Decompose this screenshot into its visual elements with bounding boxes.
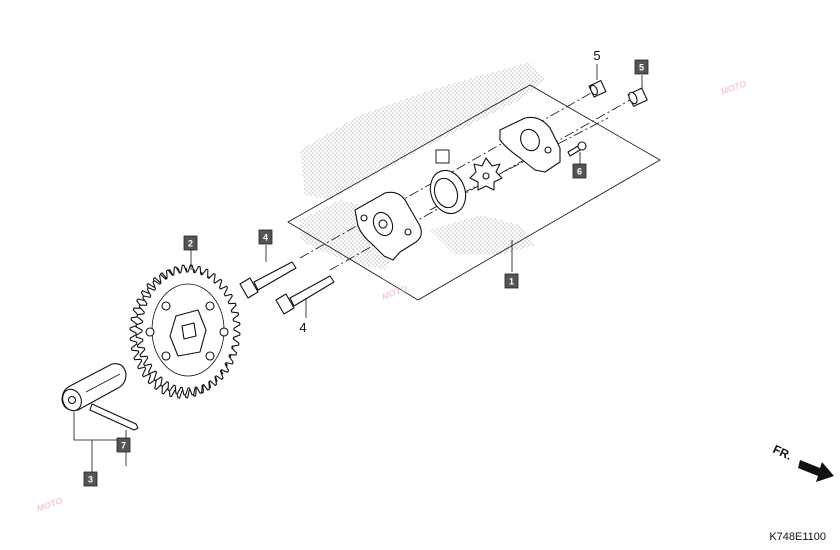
callout-4-plain: 4	[299, 320, 306, 335]
engine-case-background	[300, 62, 545, 270]
watermark-bottom-left: MOTO	[35, 495, 64, 514]
front-direction-label: FR.	[771, 442, 794, 463]
pump-pin	[89, 403, 139, 431]
flange-bolt-upper	[239, 261, 297, 299]
callout-4-box-label: 4	[263, 233, 268, 243]
callout-1: 1	[504, 273, 519, 289]
front-direction-indicator: FR.	[771, 442, 834, 482]
callout-2-label: 2	[188, 239, 193, 249]
callout-4-box: 4	[258, 229, 273, 245]
watermark-top-right: MOTO	[719, 78, 748, 97]
leader-lines	[73, 64, 643, 472]
callout-5-plain: 5	[593, 48, 600, 63]
callout-3-label: 3	[88, 475, 93, 485]
dowel-pin-left	[588, 80, 607, 98]
gear-lightening-hole	[161, 351, 171, 361]
arrow-right-icon	[798, 460, 834, 482]
pump-screw	[567, 141, 587, 157]
callout-6-label: 6	[577, 167, 582, 177]
pump-body-front	[354, 191, 422, 261]
callout-2: 2	[183, 235, 198, 251]
callout-5-box-label: 5	[639, 63, 644, 73]
callout-1-label: 1	[509, 277, 514, 287]
gear-lightening-hole	[145, 327, 155, 337]
callout-7: 7	[116, 437, 131, 453]
empty-callout-box	[435, 149, 450, 164]
pump-shaft	[61, 363, 127, 412]
gear-lightening-hole	[219, 327, 229, 337]
diagram-code: K748E1100	[769, 531, 826, 543]
gear-lightening-hole	[205, 301, 215, 311]
gear-shaft-hole	[181, 322, 197, 340]
flange-bolt-lower	[275, 275, 335, 315]
gear-lightening-hole	[205, 351, 215, 361]
inner-rotor	[469, 157, 503, 191]
gear-lightening-hole	[161, 301, 171, 311]
callout-5-box: 5	[634, 59, 649, 75]
callout-3: 3	[83, 471, 98, 487]
oil-pump-driven-gear	[129, 264, 241, 399]
dowel-pin-right	[627, 87, 648, 107]
pump-assembly-frame	[287, 84, 661, 301]
outer-rotor	[429, 169, 467, 215]
pump-cover-rear	[499, 116, 561, 173]
callout-6: 6	[572, 163, 587, 179]
callout-7-label: 7	[121, 441, 126, 451]
